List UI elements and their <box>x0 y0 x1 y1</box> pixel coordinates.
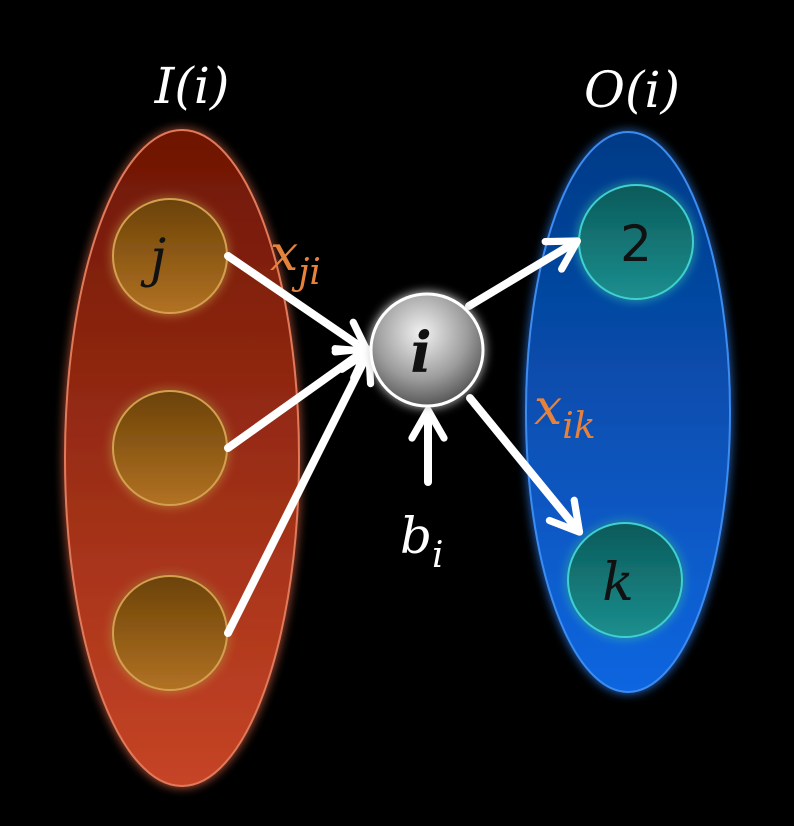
bias-label-b-i: bi <box>400 507 444 576</box>
center-node-i-label: i <box>410 320 431 386</box>
edge-label-x-ik: xik <box>534 378 596 447</box>
edge-label-x-ik-sub: ik <box>562 406 595 447</box>
arrows <box>224 237 584 637</box>
output-node-k-label: k <box>602 553 634 613</box>
input-node-2 <box>112 390 228 506</box>
arrow-input3-to-i <box>224 347 375 637</box>
bias-label-b-i-base: b <box>400 507 432 565</box>
output-node-2-label: 2 <box>620 215 652 273</box>
output-node-k: k <box>567 522 683 638</box>
output-set-label: O(i) <box>584 61 680 119</box>
arrow-i-to-2 <box>465 237 582 310</box>
arrow-j-to-i <box>224 252 371 355</box>
output-node-2: 2 <box>578 184 694 300</box>
edge-label-x-ik-base: x <box>534 378 562 436</box>
edge-label-x-ji: xji <box>270 224 321 293</box>
arrow-i-to-k <box>466 394 584 536</box>
input-node-3 <box>112 575 228 691</box>
bias-label-b-i-sub: i <box>432 535 444 576</box>
edge-label-x-ji-base: x <box>270 224 298 282</box>
input-node-j: j <box>112 198 228 314</box>
center-node-i: i <box>369 292 485 408</box>
input-set-label: I(i) <box>154 57 230 115</box>
